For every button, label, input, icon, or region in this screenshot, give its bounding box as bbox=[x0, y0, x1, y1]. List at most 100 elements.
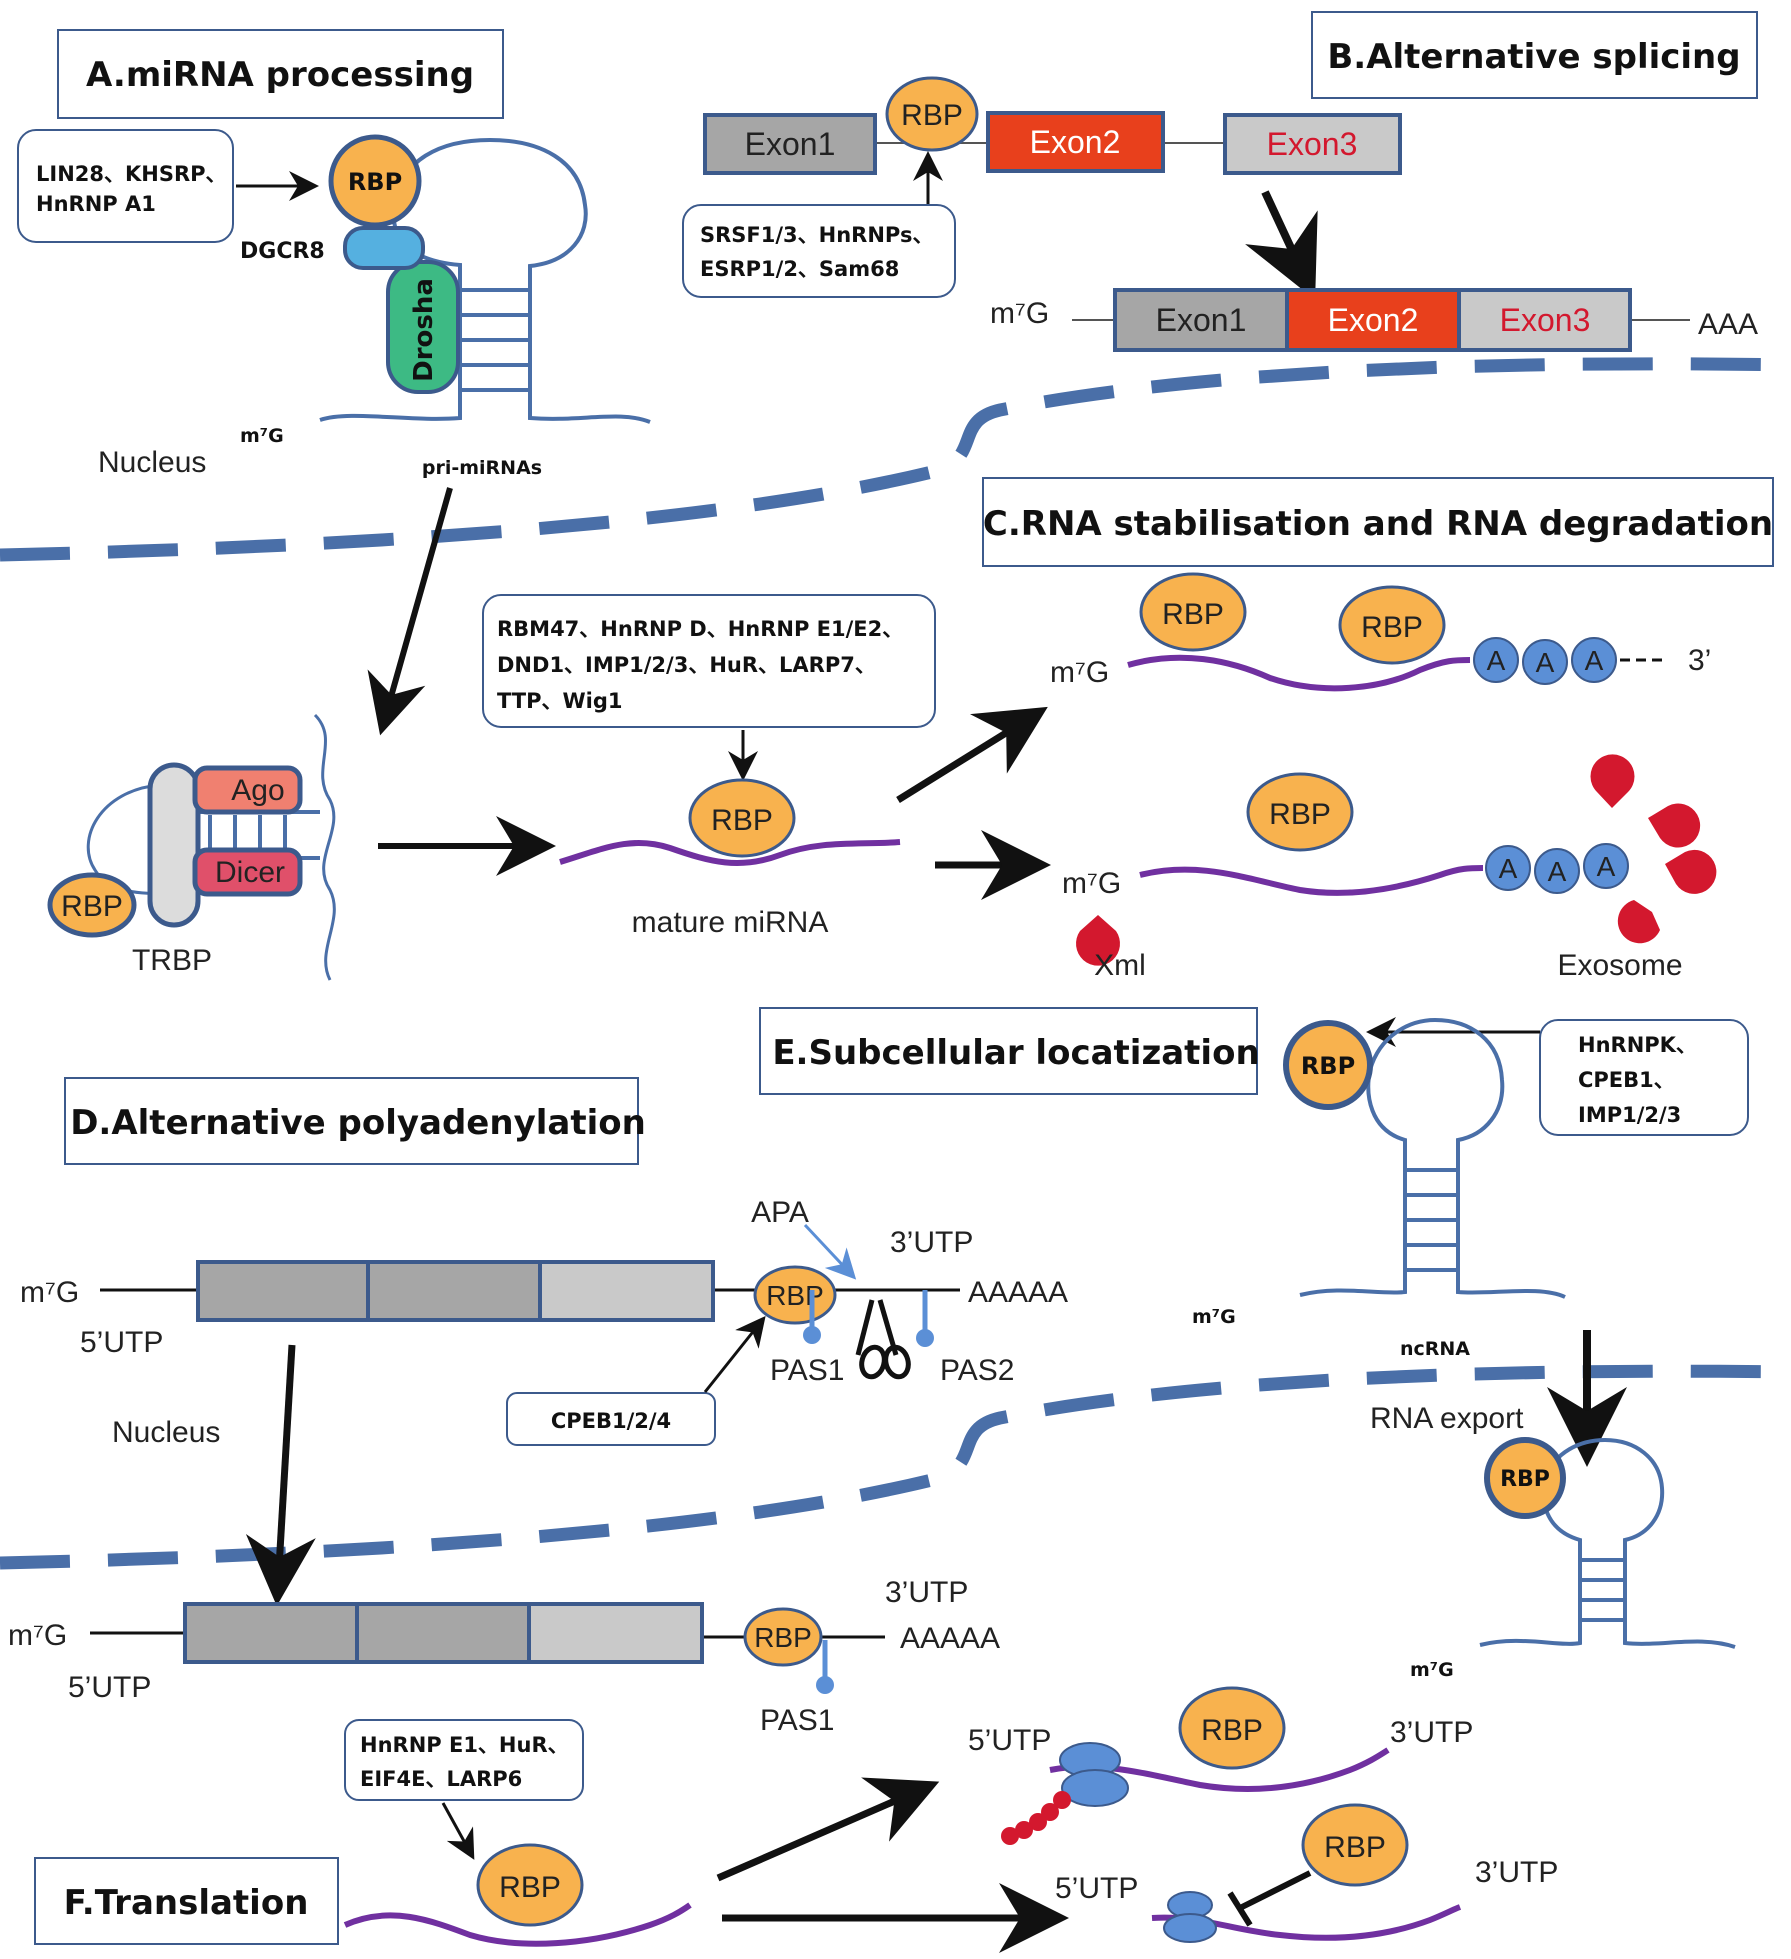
apa-label: APA bbox=[751, 1196, 809, 1229]
repressed-ribosome-small-subunit bbox=[1163, 1913, 1217, 1943]
e-regulators-box bbox=[1539, 1019, 1749, 1136]
f-off-5utp-label: 5’UTP bbox=[1055, 1872, 1138, 1905]
drosha-label: Drosha bbox=[409, 278, 439, 382]
f-on-rbp-label: RBP bbox=[1201, 1714, 1263, 1747]
d-cyto-exon1 bbox=[183, 1602, 359, 1664]
a-regulators-line-1: LIN28、KHSRP、 bbox=[36, 162, 227, 186]
f-rbp-protein bbox=[476, 1843, 584, 1927]
f-off-3utp-label: 3’UTP bbox=[1475, 1856, 1558, 1889]
c-regulators-line-3: TTP、Wig1 bbox=[497, 689, 623, 713]
c-regulators-box bbox=[482, 594, 936, 728]
section-a-title-box bbox=[57, 29, 504, 119]
e-nuclear-m7g-label: m⁷G bbox=[1192, 1306, 1236, 1328]
c-stable-rbp-label-2: RBP bbox=[1361, 611, 1423, 644]
mrna-exon2 bbox=[1285, 288, 1461, 352]
e-regulators-line-3: IMP1/2/3 bbox=[1578, 1103, 1681, 1127]
mature-mirna-label: mature miRNA bbox=[632, 906, 829, 939]
mrna-exon2-label: Exon2 bbox=[1328, 302, 1419, 338]
section-d-title: D.Alternative polyadenylation bbox=[70, 1103, 646, 1143]
section-f: F.Translation HnRNP E1、HuR、 EIF4E、LARP6 … bbox=[34, 1686, 1558, 1953]
d-nuc-rbp-protein bbox=[753, 1265, 837, 1325]
d-cyto-m7g-label: m⁷G bbox=[8, 1619, 67, 1652]
d-nucleus-label: Nucleus bbox=[112, 1416, 220, 1449]
scissors-icon bbox=[855, 1299, 911, 1380]
trbp-rbp-label: RBP bbox=[61, 890, 123, 923]
pre-mirna-tail bbox=[313, 713, 336, 981]
dgcr8-label: DGCR8 bbox=[240, 239, 325, 264]
section-e-title-box bbox=[759, 1007, 1258, 1095]
pri-mirna-stem-rungs bbox=[460, 288, 530, 392]
exosome-pacman-icons bbox=[1590, 754, 1717, 944]
trbp-protein bbox=[147, 762, 201, 928]
ribosome-small-subunit bbox=[1061, 1769, 1129, 1807]
e-regulators-line-1: HnRNPK、 bbox=[1578, 1033, 1697, 1057]
section-c-title-box bbox=[982, 477, 1774, 567]
f-mrna-strand bbox=[343, 1902, 692, 1947]
section-d-title-box bbox=[64, 1077, 639, 1165]
a-rbp-label: RBP bbox=[348, 168, 402, 196]
section-f-title: F.Translation bbox=[64, 1883, 309, 1923]
b-regulators-box bbox=[682, 204, 956, 298]
pre-exon3-label: Exon3 bbox=[1267, 126, 1358, 162]
f-rbp-label: RBP bbox=[499, 1871, 561, 1904]
exosome-label: Exosome bbox=[1557, 949, 1682, 982]
d-nuc-exon2 bbox=[366, 1260, 542, 1322]
a-export-arrow-icon bbox=[367, 487, 453, 736]
d-cyto-aaaaa-label: AAAAA bbox=[900, 1622, 1000, 1655]
xml-label: Xml bbox=[1094, 949, 1146, 982]
d-nuc-exon1 bbox=[196, 1260, 370, 1322]
stable-polya-a-3: A bbox=[1585, 645, 1604, 676]
e-regulators-line-2: CPEB1、 bbox=[1578, 1068, 1675, 1092]
f-off-rbp-protein bbox=[1301, 1803, 1409, 1887]
pre-exon2 bbox=[986, 111, 1165, 173]
ncrna-label: ncRNA bbox=[1400, 1338, 1470, 1360]
e-nuclear-rbp-label: RBP bbox=[1301, 1052, 1355, 1080]
pre-mirna-loop bbox=[86, 783, 176, 895]
section-b: B.Alternative splicing Exon1 Exon2 Exon3… bbox=[682, 11, 1758, 352]
section-a: A.miRNA processing LIN28、KHSRP、 HnRNP A1… bbox=[17, 29, 651, 981]
mature-mirna-strand bbox=[559, 839, 901, 867]
section-b-title: B.Alternative splicing bbox=[1327, 37, 1740, 77]
a-rbp-protein bbox=[328, 134, 422, 228]
d-cyto-3utp-label: 3’UTP bbox=[885, 1576, 968, 1609]
b-regulators-line-1: SRSF1/3、HnRNPs、 bbox=[700, 223, 933, 247]
trbp-label: TRBP bbox=[132, 944, 212, 977]
a-nucleus-label: Nucleus bbox=[98, 446, 206, 479]
nuclear-membrane-bottom bbox=[0, 1364, 1791, 1570]
pas1-label: PAS1 bbox=[770, 1354, 845, 1387]
nascent-peptide-chain bbox=[1001, 1791, 1071, 1845]
section-e: E.Subcellular locatization HnRNPK、 CPEB1… bbox=[759, 1007, 1749, 1681]
pre-exon1 bbox=[703, 113, 877, 175]
stable-polya-a-2: A bbox=[1536, 647, 1555, 678]
d-cyto-rbp-label: RBP bbox=[754, 1622, 812, 1653]
d-nuc-3utp-label: 3’UTP bbox=[890, 1226, 973, 1259]
stable-mrna-strand bbox=[1127, 654, 1471, 692]
cpeb-box bbox=[506, 1392, 716, 1446]
pas2-label: PAS2 bbox=[940, 1354, 1015, 1387]
f-on-3utp-label: 3’UTP bbox=[1390, 1716, 1473, 1749]
pre-exon1-label: Exon1 bbox=[745, 126, 836, 162]
stable-polya-a-1: A bbox=[1487, 645, 1506, 676]
d-nuc-rbp-label: RBP bbox=[766, 1280, 824, 1311]
f-on-5utp-label: 5’UTP bbox=[968, 1724, 1051, 1757]
d-cyto-exon3 bbox=[527, 1602, 704, 1664]
d-cyto-pas1-label: PAS1 bbox=[760, 1704, 835, 1737]
a-regulators-line-2: HnRNP A1 bbox=[36, 192, 156, 216]
drosha-protein bbox=[386, 260, 460, 394]
degrade-polya-tail: A A A bbox=[1485, 843, 1629, 894]
dgcr8-protein bbox=[343, 226, 425, 270]
pre-exon2-label: Exon2 bbox=[1030, 124, 1121, 160]
dicer-label: Dicer bbox=[215, 856, 285, 889]
mrna-exon3 bbox=[1457, 288, 1632, 352]
c-stable-m7g-label: m⁷G bbox=[1050, 656, 1109, 689]
section-c: C.RNA stabilisation and RNA degradation … bbox=[482, 477, 1774, 982]
degrade-mrna-strand bbox=[1139, 865, 1484, 896]
section-b-title-box bbox=[1311, 11, 1758, 99]
d-cyto-exon2 bbox=[355, 1602, 531, 1664]
d-pas-sites bbox=[803, 1290, 934, 1347]
nuclear-membranes bbox=[0, 357, 1791, 1570]
cyto-ncrna-hairpin bbox=[1479, 1437, 1736, 1649]
pri-mirna-hairpin bbox=[319, 137, 651, 424]
degrade-polya-a-3: A bbox=[1597, 851, 1616, 882]
